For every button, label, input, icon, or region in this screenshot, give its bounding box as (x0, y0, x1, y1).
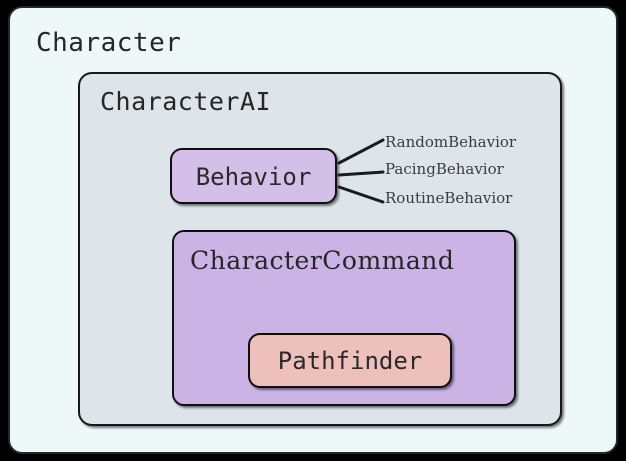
leaf-label-random-behavior[interactable]: RandomBehavior (385, 133, 517, 151)
group-characterai-title: CharacterAI (100, 87, 272, 116)
group-character-title: Character (36, 28, 182, 58)
node-character-command-label: CharacterCommand (190, 246, 455, 275)
leaf-label-routine-behavior[interactable]: RoutineBehavior (385, 189, 513, 207)
node-pathfinder-label: Pathfinder (277, 347, 423, 375)
node-behavior[interactable]: Behavior (170, 148, 337, 204)
node-behavior-label: Behavior (195, 163, 312, 191)
node-pathfinder[interactable]: Pathfinder (248, 333, 452, 388)
leaf-label-pacing-behavior[interactable]: PacingBehavior (385, 160, 504, 178)
